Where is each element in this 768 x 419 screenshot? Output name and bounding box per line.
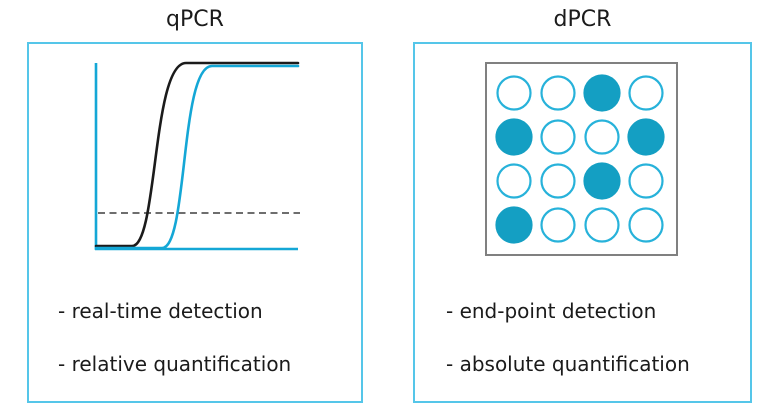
droplet-grid <box>495 74 665 244</box>
droplet-negative <box>540 207 576 243</box>
droplet-negative <box>584 207 620 243</box>
droplet-negative <box>628 163 664 199</box>
droplet-positive <box>495 206 533 244</box>
dpcr-partition-grid <box>485 62 678 256</box>
droplet-negative <box>628 207 664 243</box>
amplification-curve-early <box>94 61 300 248</box>
droplet-negative <box>540 119 576 155</box>
droplet-negative <box>584 119 620 155</box>
droplet-positive <box>583 74 621 112</box>
dpcr-panel: - end-point detection - absolute quantif… <box>413 42 752 403</box>
droplet-negative <box>496 75 532 111</box>
droplet-positive <box>495 118 533 156</box>
bullet-relative-quantification: - relative quantification <box>58 352 292 376</box>
bullet-real-time-detection: - real-time detection <box>58 299 263 323</box>
droplet-positive <box>583 162 621 200</box>
qpcr-title: qPCR <box>166 7 224 32</box>
qpcr-amplification-chart <box>94 61 300 251</box>
bullet-absolute-quantification: - absolute quantification <box>446 352 690 376</box>
droplet-negative <box>496 163 532 199</box>
droplet-positive <box>627 118 665 156</box>
droplet-negative <box>540 75 576 111</box>
amplification-curve-late <box>94 64 300 250</box>
droplet-negative <box>628 75 664 111</box>
droplet-negative <box>540 163 576 199</box>
qpcr-panel: - real-time detection - relative quantif… <box>27 42 363 403</box>
bullet-end-point-detection: - end-point detection <box>446 299 657 323</box>
dpcr-title: dPCR <box>553 7 612 32</box>
